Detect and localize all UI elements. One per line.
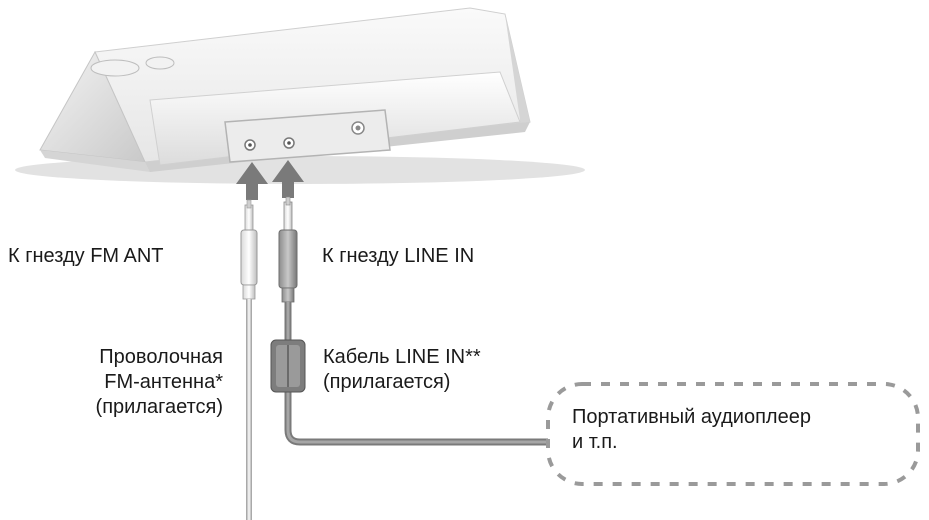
fm-antenna-label-line3: (прилагается) — [95, 396, 223, 418]
line-in-cable-label-line2: (прилагается) — [323, 371, 451, 393]
line-in-jack-label: К гнезду LINE IN — [322, 245, 475, 267]
line-in-cable-label: Кабель LINE IN** (прилагается) — [323, 345, 481, 395]
fm-antenna-plug — [240, 199, 258, 300]
ferrite-core — [270, 339, 306, 393]
fm-antenna-label-line1: Проволочная — [99, 346, 223, 368]
line-in-plug — [278, 196, 298, 303]
fm-ant-jack — [244, 139, 256, 151]
speaker-unit — [15, 7, 585, 184]
fm-antenna-label-line2: FM-антенна* — [104, 371, 223, 393]
portable-player-label: Портативный аудиоплеер и т.п. — [572, 405, 811, 455]
line-in-cable-label-line1: Кабель LINE IN** — [323, 346, 481, 368]
portable-player-label-line2: и т.п. — [572, 431, 618, 453]
fm-ant-jack-label: К гнезду FM ANT — [8, 245, 164, 267]
portable-player-label-line1: Портативный аудиоплеер — [572, 406, 811, 428]
power-jack — [351, 121, 365, 135]
speaker-buttons — [90, 56, 175, 77]
arrow-to-fm-ant — [236, 162, 268, 200]
portable-player-box — [546, 382, 920, 486]
line-in-jack — [283, 137, 295, 149]
arrow-to-line-in — [272, 160, 304, 198]
line-in-cable — [284, 302, 548, 446]
fm-antenna-label: Проволочная FM-антенна* (прилагается) — [96, 345, 223, 420]
